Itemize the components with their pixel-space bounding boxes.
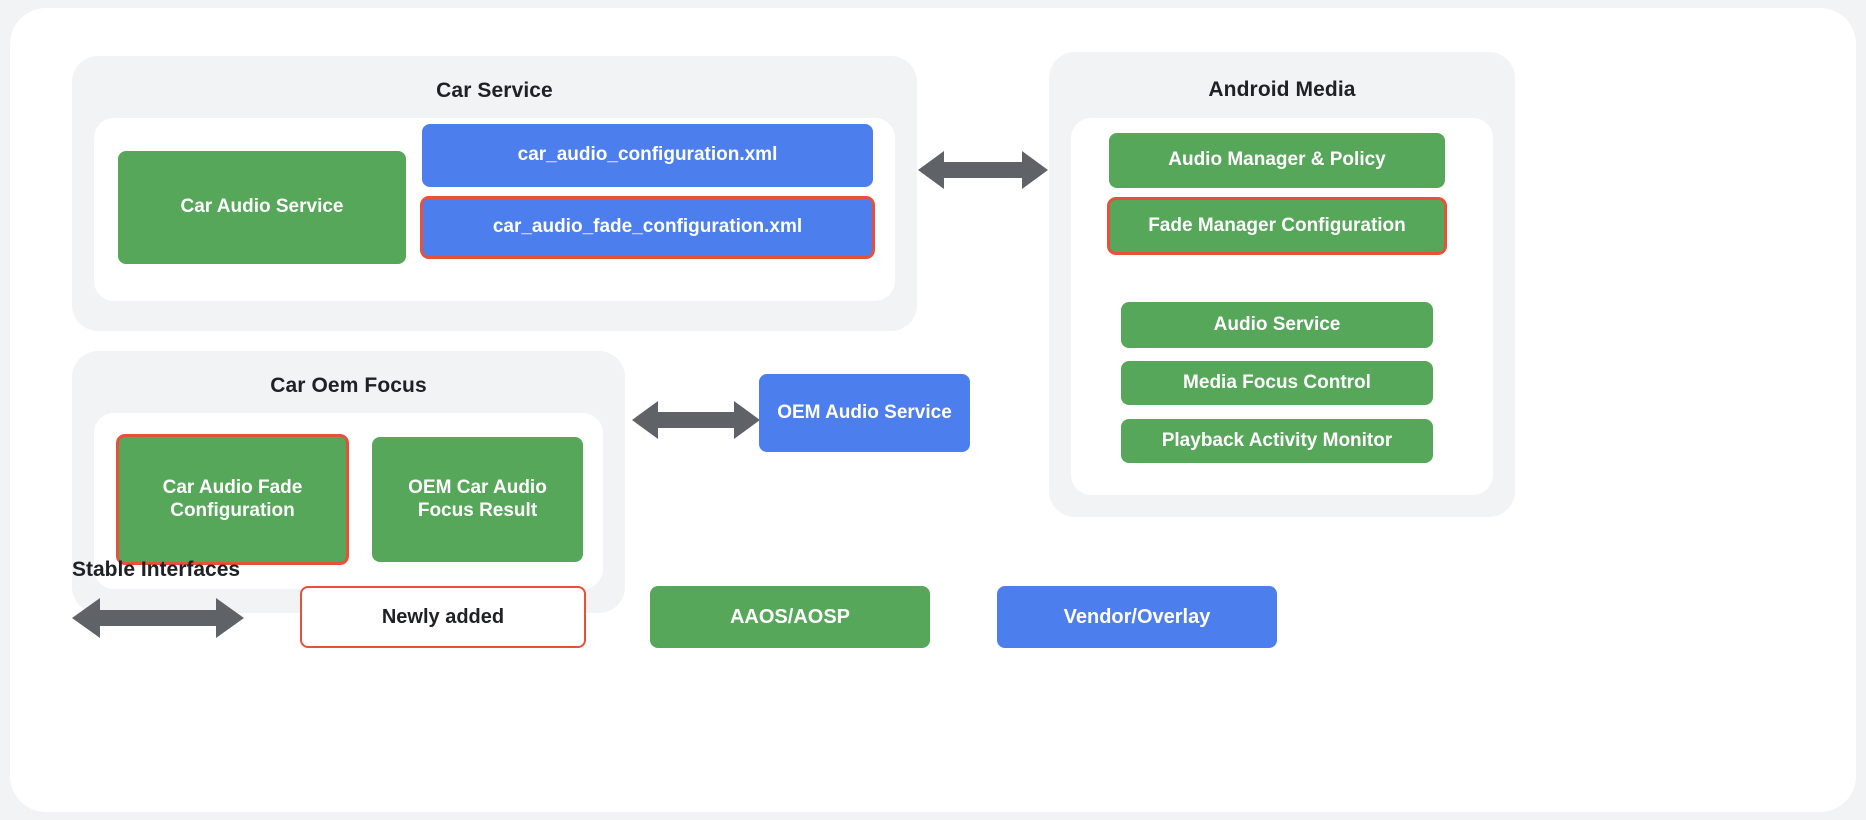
block-fade-manager-configuration-label: Fade Manager Configuration	[1148, 214, 1406, 236]
block-audio-service-label: Audio Service	[1213, 313, 1341, 335]
block-playback-activity-monitor[interactable]: Playback Activity Monitor	[1121, 419, 1433, 463]
group-car-oem-focus-inner: Car Audio Fade Configuration OEM Car Aud…	[94, 413, 603, 589]
group-android-media-inner: Audio Manager & Policy Fade Manager Conf…	[1071, 118, 1493, 495]
legend-item-aaos-aosp-label: AAOS/AOSP	[729, 605, 851, 628]
block-car-audio-fade-configuration-xml-label: car_audio_fade_configuration.xml	[492, 216, 803, 238]
legend-item-aaos-aosp[interactable]: AAOS/AOSP	[650, 586, 930, 648]
block-oem-car-audio-focus-result-label: OEM Car Audio Focus Result	[408, 476, 547, 521]
connector-car-oem-focus-to-oem-audio-service	[632, 398, 760, 442]
legend-item-newly-added-label: Newly added	[381, 605, 505, 628]
group-car-service-inner: Car Audio Service car_audio_configuratio…	[94, 118, 895, 301]
group-car-service: Car Service Car Audio Service car_audio_…	[72, 56, 917, 331]
block-audio-manager-and-policy[interactable]: Audio Manager & Policy	[1109, 133, 1445, 188]
block-car-audio-fade-configuration-xml[interactable]: car_audio_fade_configuration.xml	[420, 196, 875, 259]
block-media-focus-control-label: Media Focus Control	[1183, 371, 1371, 393]
block-fade-manager-configuration[interactable]: Fade Manager Configuration	[1107, 197, 1447, 255]
block-oem-audio-service[interactable]: OEM Audio Service	[759, 374, 970, 452]
block-playback-activity-monitor-label: Playback Activity Monitor	[1161, 429, 1393, 451]
group-car-service-title: Car Service	[436, 79, 553, 102]
legend-double-arrow-icon	[72, 596, 244, 640]
block-media-focus-control[interactable]: Media Focus Control	[1121, 361, 1433, 405]
block-oem-audio-service-label: OEM Audio Service	[777, 401, 952, 423]
block-audio-manager-and-policy-label: Audio Manager & Policy	[1168, 149, 1386, 171]
diagram-card: Car Service Car Audio Service car_audio_…	[10, 8, 1856, 812]
legend-item-vendor-overlay-label: Vendor/Overlay	[1063, 605, 1211, 628]
group-car-oem-focus: Car Oem Focus Car Audio Fade Configurati…	[72, 351, 625, 613]
block-car-audio-fade-configuration-label: Car Audio Fade Configuration	[162, 476, 303, 521]
connector-car-service-to-android-media	[918, 148, 1048, 192]
legend-item-newly-added[interactable]: Newly added	[300, 586, 586, 648]
group-android-media: Android Media Audio Manager & Policy Fad…	[1049, 52, 1515, 517]
block-car-audio-configuration-xml[interactable]: car_audio_configuration.xml	[422, 124, 873, 187]
block-oem-car-audio-focus-result[interactable]: OEM Car Audio Focus Result	[372, 437, 583, 562]
legend-item-vendor-overlay[interactable]: Vendor/Overlay	[997, 586, 1277, 648]
block-audio-service[interactable]: Audio Service	[1121, 302, 1433, 348]
legend-stable-interfaces-label: Stable Interfaces	[72, 558, 241, 581]
block-car-audio-configuration-xml-label: car_audio_configuration.xml	[517, 144, 778, 166]
group-android-media-title: Android Media	[1208, 78, 1356, 101]
group-car-oem-focus-title: Car Oem Focus	[270, 374, 427, 397]
block-car-audio-service[interactable]: Car Audio Service	[118, 151, 406, 264]
block-car-audio-service-label: Car Audio Service	[180, 196, 344, 218]
block-car-audio-fade-configuration[interactable]: Car Audio Fade Configuration	[116, 434, 349, 565]
